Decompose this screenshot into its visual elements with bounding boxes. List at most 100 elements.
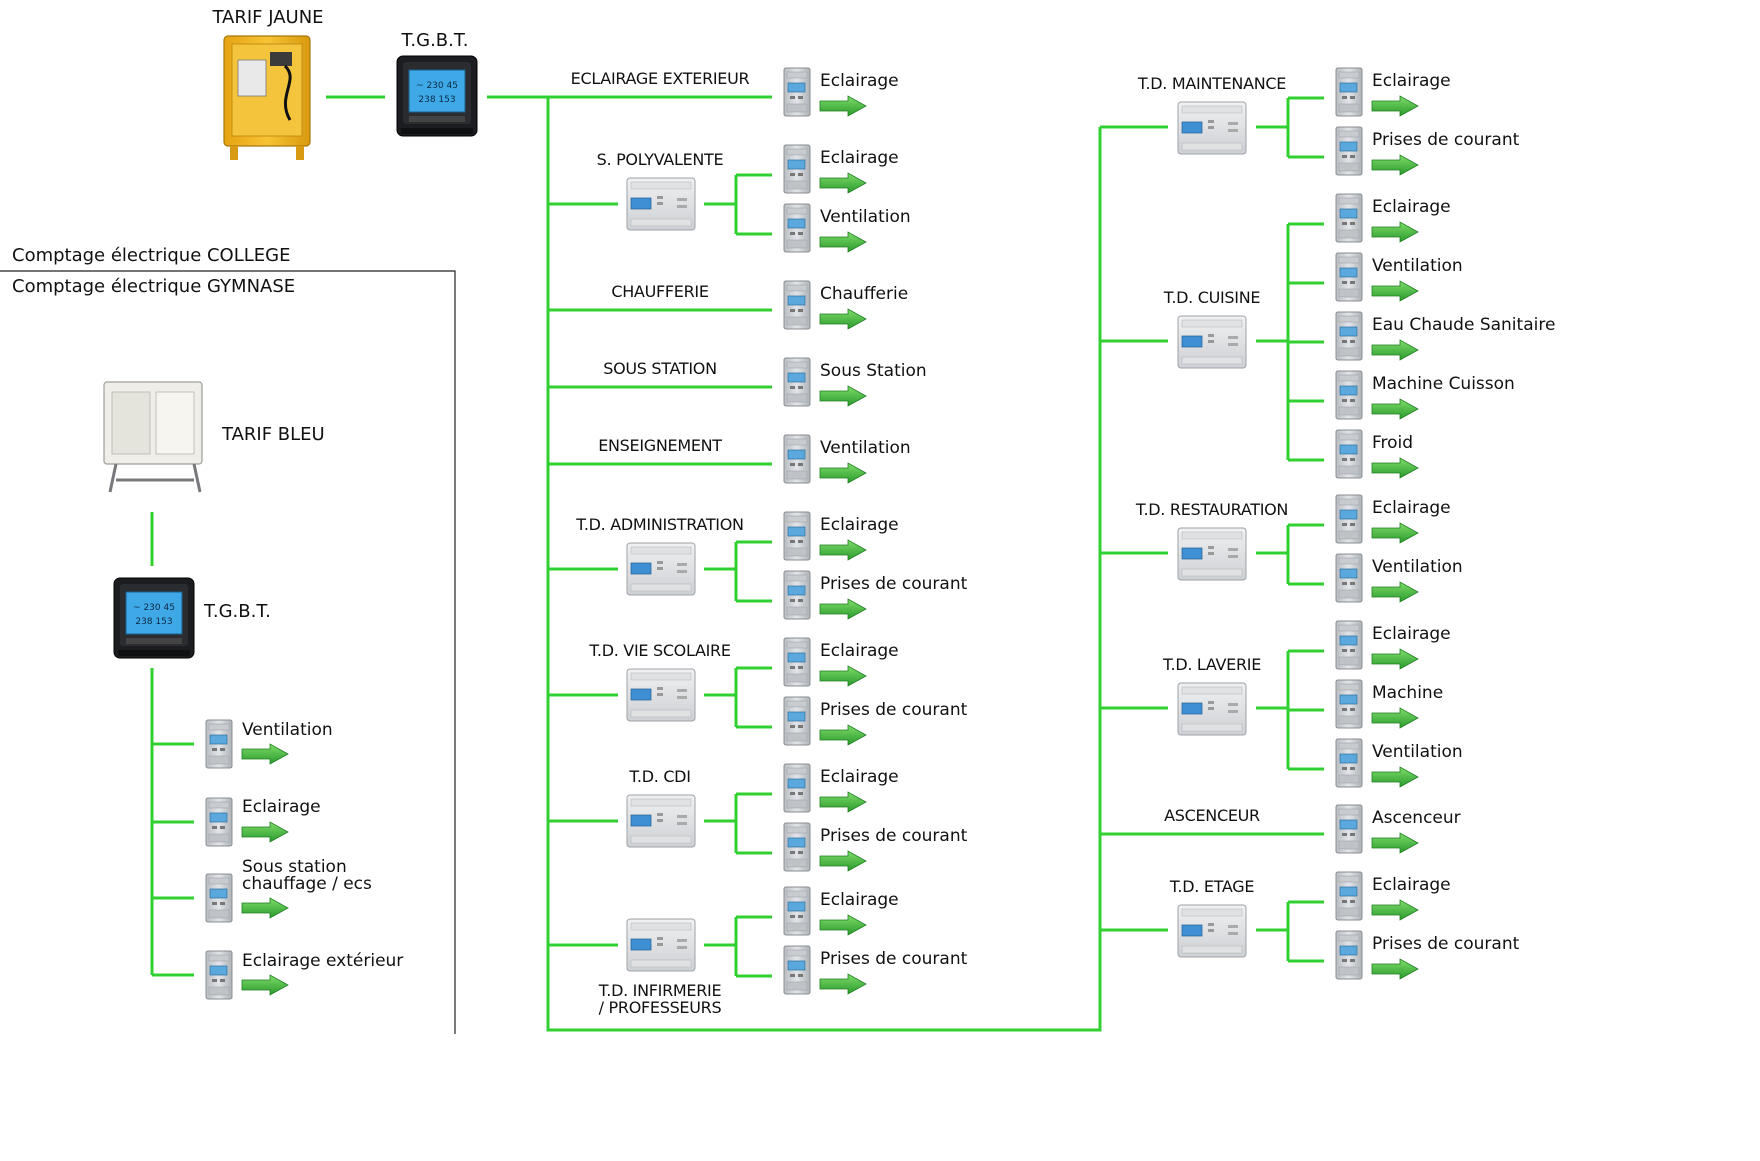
output-label: Sous Station — [820, 361, 927, 381]
college-branch: T.D. INFIRMERIE/ PROFESSEURSEclairagePri… — [548, 886, 968, 1017]
output-item: Eclairage — [783, 763, 899, 813]
fanout-wire — [704, 917, 738, 976]
output-item: Eclairage — [783, 144, 899, 194]
electricity-meter-icon — [1335, 553, 1363, 603]
green-arrow-icon — [1371, 766, 1419, 788]
output-label: Eclairage — [820, 71, 899, 91]
green-arrow-icon — [819, 665, 867, 687]
electricity-meter-icon — [1335, 930, 1363, 980]
tgbt-gym-label: T.G.B.T. — [203, 601, 271, 622]
power-analyzer-gym-icon — [113, 577, 195, 659]
output-label: Ventilation — [242, 720, 333, 740]
electricity-meter-icon — [1335, 804, 1363, 854]
green-arrow-icon — [1371, 280, 1419, 302]
fanout-wire — [1256, 902, 1290, 961]
branch-name-2: / PROFESSEURS — [599, 998, 722, 1017]
output-label: Eclairage extérieur — [242, 951, 403, 971]
power-analyzer-icon — [396, 55, 478, 137]
electricity-meter-icon — [1335, 871, 1363, 921]
electricity-meter-icon — [1335, 126, 1363, 176]
output-label: Prises de courant — [820, 700, 968, 720]
din-rail-meter-icon — [626, 668, 696, 722]
branch-name: T.D. ETAGE — [1169, 877, 1254, 896]
output-item: Eau Chaude Sanitaire — [1335, 311, 1555, 361]
electricity-meter-icon — [783, 357, 811, 407]
output-item: Ventilation — [783, 203, 911, 253]
electricity-meter-icon — [1335, 738, 1363, 788]
electricity-meter-icon — [783, 511, 811, 561]
output-item: Prises de courant — [1335, 126, 1520, 176]
din-rail-meter-icon — [626, 918, 696, 972]
green-arrow-icon — [819, 95, 867, 117]
electricity-meter-icon — [783, 434, 811, 484]
branch-name: ENSEIGNEMENT — [598, 436, 722, 455]
output-item: Prises de courant — [783, 570, 968, 620]
green-arrow-icon — [819, 791, 867, 813]
output-item: Prises de courant — [783, 696, 968, 746]
electricity-meter-icon — [783, 67, 811, 117]
output-label: Prises de courant — [820, 949, 968, 969]
electricity-meter-icon — [1335, 193, 1363, 243]
output-item: Eclairage — [1335, 494, 1451, 544]
college-main-trunk — [546, 97, 1102, 1032]
green-arrow-icon — [1371, 95, 1419, 117]
electricity-meter-icon — [783, 822, 811, 872]
green-arrow-icon — [1371, 832, 1419, 854]
branch-name: T.D. VIE SCOLAIRE — [588, 641, 730, 660]
output-label: Eclairage — [242, 797, 321, 817]
fanout-wire — [1256, 224, 1290, 460]
output-label: Froid — [1372, 433, 1413, 453]
output-label: Ventilation — [1372, 742, 1463, 762]
output-item: Eclairage — [1335, 620, 1451, 670]
output-item: Prises de courant — [783, 945, 968, 995]
branch-name: S. POLYVALENTE — [597, 150, 724, 169]
fanout-wire — [704, 668, 738, 727]
branch-name: T.D. ADMINISTRATION — [575, 515, 743, 534]
gymnase-frame — [0, 270, 456, 1034]
electricity-meter-icon — [1335, 620, 1363, 670]
output-item: Eclairage — [783, 511, 899, 561]
output-item: Ascenceur — [1335, 804, 1461, 854]
electricity-meter-icon — [205, 873, 233, 923]
output-label: Ventilation — [820, 207, 911, 227]
college-section-label: Comptage électrique COLLEGE — [12, 245, 290, 266]
output-label: Chaufferie — [820, 284, 908, 304]
branch-name: T.D. LAVERIE — [1162, 655, 1261, 674]
output-label: Eclairage — [1372, 624, 1451, 644]
green-arrow-icon — [241, 897, 289, 919]
branch-name: T.D. RESTAURATION — [1135, 500, 1288, 519]
output-label: Eclairage — [1372, 71, 1451, 91]
green-arrow-icon — [1371, 522, 1419, 544]
green-arrow-icon — [1371, 958, 1419, 980]
green-arrow-icon — [819, 724, 867, 746]
gymnase-section-label: Comptage électrique GYMNASE — [12, 276, 295, 297]
output-label: Ventilation — [820, 438, 911, 458]
electricity-meter-icon — [783, 696, 811, 746]
electricity-meter-icon — [1335, 679, 1363, 729]
output-item: Froid — [1335, 429, 1419, 479]
output-label: Ventilation — [1372, 256, 1463, 276]
output-item: Eclairage — [1335, 67, 1451, 117]
green-arrow-icon — [819, 172, 867, 194]
green-arrow-icon — [819, 850, 867, 872]
output-item: Ventilation — [1335, 553, 1463, 603]
green-arrow-icon — [1371, 707, 1419, 729]
output-item: Machine Cuisson — [1335, 370, 1515, 420]
output-label: Eclairage — [820, 641, 899, 661]
din-rail-meter-icon — [626, 177, 696, 231]
electricity-meter-icon — [1335, 311, 1363, 361]
output-label: Eclairage — [820, 767, 899, 787]
output-item: Ventilation — [1335, 738, 1463, 788]
fanout-wire — [704, 794, 738, 853]
beige-cabinet-icon — [103, 381, 203, 493]
output-item: Eclairage — [783, 67, 899, 117]
green-arrow-icon — [1371, 457, 1419, 479]
fanout-wire — [704, 542, 738, 601]
